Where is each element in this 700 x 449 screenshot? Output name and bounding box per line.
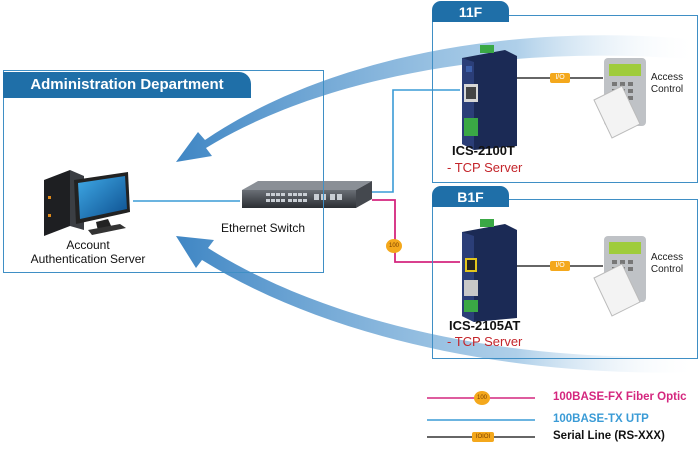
switch-label: Ethernet Switch [220, 221, 306, 235]
server-label-line2: Authentication Server [30, 252, 146, 266]
access-control-bottom-label: Access Control [645, 252, 689, 276]
converter-top-icon [462, 45, 517, 150]
access-top-line2: Control [650, 84, 684, 95]
converter-bottom-name: ICS-2105AT [449, 318, 521, 333]
legend-serial-label: Serial Line (RS-XXX) [553, 430, 665, 442]
serial-io-badge-bottom: I/O [550, 261, 570, 271]
legend-serial-badge: IOIOI [472, 432, 494, 442]
floor-b1f-tab: B1F [432, 186, 509, 207]
converter-bottom-role: - TCP Server [447, 334, 523, 349]
converter-top-name: ICS-2100T [452, 143, 515, 158]
top-flow-arrow [176, 35, 700, 162]
legend-utp-label: 100BASE-TX UTP [553, 413, 649, 425]
access-top-line1: Access [650, 72, 684, 83]
access-control-bottom-icon [593, 236, 646, 317]
converter-top-role: - TCP Server [447, 160, 523, 175]
server-icon [44, 170, 130, 236]
floor-11f-tab: 11F [432, 1, 509, 22]
fiber-cable-switch-b1f [372, 199, 460, 263]
access-bottom-line2: Control [650, 264, 684, 275]
access-control-top-icon [593, 58, 646, 139]
legend-fiber-badge: 100 [474, 391, 490, 405]
serial-io-badge-top: I/O [550, 73, 570, 83]
fiber-speed-badge: 100 [386, 239, 402, 253]
utp-cable-switch-11f [372, 89, 460, 193]
access-control-top-label: Access Control [645, 72, 689, 96]
access-bottom-line1: Access [650, 252, 684, 263]
server-label-line1: Account [66, 238, 110, 252]
server-label: Account Authentication Server [18, 238, 158, 266]
admin-department-tab: Administration Department [3, 72, 251, 98]
legend-fiber-label: 100BASE-FX Fiber Optic [553, 391, 687, 403]
converter-bottom-icon [462, 219, 517, 322]
floor-b1f-panel [432, 199, 698, 359]
admin-department-panel [3, 70, 324, 273]
floor-11f-panel [432, 15, 698, 183]
